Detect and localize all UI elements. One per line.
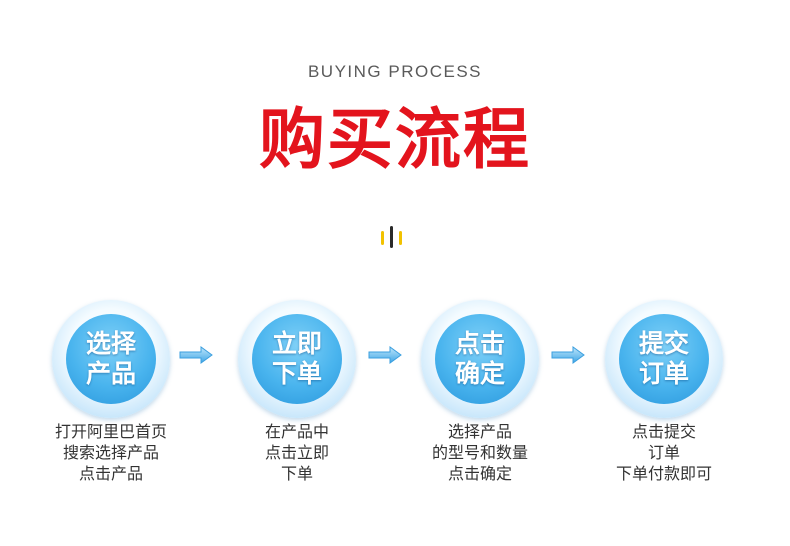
page-title: 购买流程 — [259, 101, 531, 178]
step-circle-2: 立即下单 — [238, 300, 356, 418]
step-label-3: 点击确定 — [454, 329, 505, 388]
step-circle-3: 点击确定 — [421, 300, 539, 418]
description-line: 点击产品 — [78, 464, 143, 483]
arrow-right-icon — [179, 346, 213, 364]
step-label-2: 立即下单 — [271, 329, 322, 388]
description-line: 选择产品 — [447, 422, 512, 441]
description-line: 下单 — [280, 464, 313, 483]
step-description-4: 点击提交 订单 下单付款即可 — [564, 421, 764, 484]
description-line: 点击立即 — [264, 443, 329, 462]
step-circle-4: 提交订单 — [605, 300, 723, 418]
description-line: 点击确定 — [447, 464, 512, 483]
arrow-right-icon — [551, 346, 585, 364]
step-circle-1: 选择产品 — [52, 300, 170, 418]
section-subtitle: BUYING PROCESS — [307, 62, 483, 81]
description-line: 点击提交 — [631, 422, 696, 441]
step-description-1: 打开阿里巴首页 搜索选择产品 点击产品 — [11, 421, 211, 484]
description-line: 打开阿里巴首页 — [54, 422, 167, 441]
divider-icon — [381, 226, 409, 248]
description-line: 在产品中 — [264, 422, 329, 441]
arrow-right-icon — [368, 346, 402, 364]
step-label-4: 提交订单 — [638, 329, 689, 388]
description-line: 订单 — [647, 443, 680, 462]
step-description-2: 在产品中 点击立即 下单 — [197, 421, 397, 484]
description-line: 的型号和数量 — [431, 443, 528, 462]
description-line: 搜索选择产品 — [62, 443, 159, 462]
step-description-3: 选择产品 的型号和数量 点击确定 — [380, 421, 580, 484]
description-line: 下单付款即可 — [615, 464, 712, 483]
step-label-1: 选择产品 — [85, 329, 136, 388]
